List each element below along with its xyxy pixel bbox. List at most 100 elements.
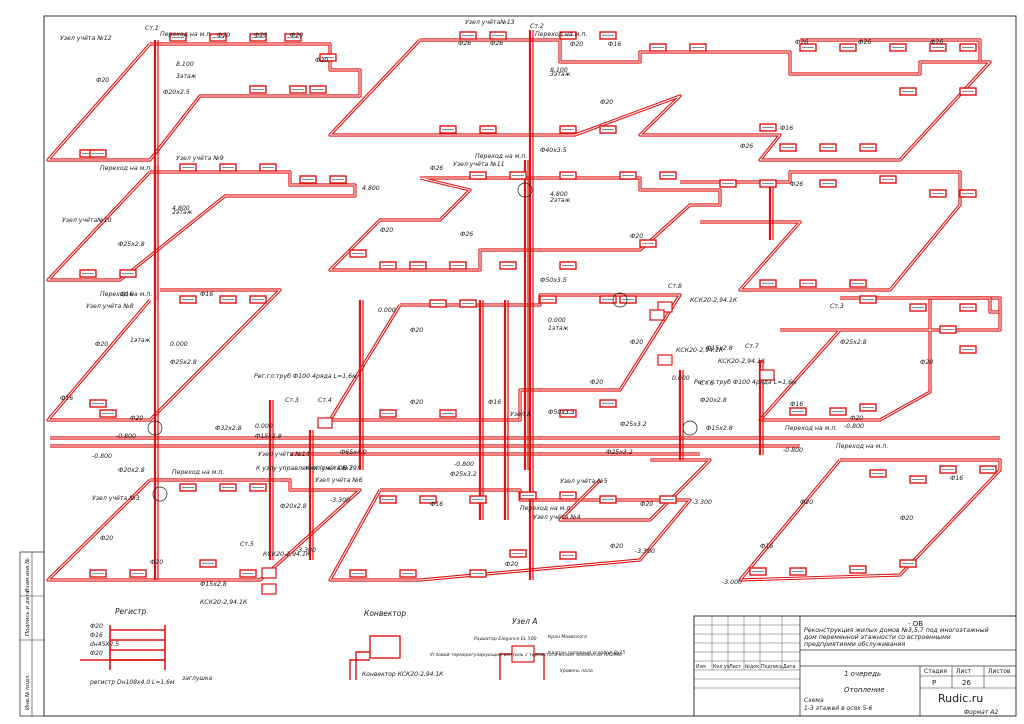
pipe-label: 0.000 [672, 375, 690, 382]
register-plug: заглушка [182, 675, 213, 682]
title-block-col-header: №док [745, 664, 759, 670]
pipe-label: Ф20х2.8 [700, 397, 727, 404]
pipe-label: Узел учёта №6 [315, 476, 363, 484]
pipe-loop-6-core [680, 171, 961, 291]
pipe-label: -0.800 [454, 461, 474, 468]
sheet-number: 26 [962, 679, 971, 687]
pipe-label: Ф16 [430, 501, 443, 508]
pipe-label: Ф20 [590, 379, 603, 386]
pipe-label: Узел учёта №12 [60, 34, 112, 42]
pipe-label: Ф25х3.2 [606, 449, 633, 456]
pipe-label: Ф25х2.8 [170, 359, 197, 366]
pipe-label: Ст.1 [145, 25, 159, 32]
pipe-label: 3этаж [176, 73, 197, 80]
title-block-col-header: Подпись [761, 664, 783, 670]
register-title: Регистр [115, 607, 146, 616]
title-block-col-header: Кол.уч [713, 664, 730, 670]
pipe-label: Ф26 [795, 39, 808, 46]
pipe-label: 4.800 [550, 191, 568, 198]
pipe-loop-14 [558, 458, 712, 522]
pipe-label: Узел учёта №8 [86, 302, 134, 310]
pipe-loop-2 [328, 38, 992, 162]
convector [317, 417, 333, 429]
pipe-label: Ф20 [150, 559, 163, 566]
pipe-label: Ф40х3.5 [540, 147, 567, 154]
pipe-label: Узел учёта №11 [453, 160, 505, 168]
pipe-label: Ф20 [505, 561, 518, 568]
pipe-label: Ф50х3.5 [548, 409, 575, 416]
title-block-col-header: Лист [729, 664, 741, 670]
pipe-label: Ф26 [858, 39, 871, 46]
pipe-loop-7 [46, 288, 282, 422]
pipe-label: Ф16 [60, 395, 73, 402]
convector [261, 567, 277, 579]
side-stamp-text: Инв.№ подл. [25, 674, 31, 710]
pipe-label: Ф26 [460, 231, 473, 238]
stage-text: 1 очередь [844, 670, 881, 678]
convector-symbol [369, 635, 401, 659]
pipe-label: Ф16 [120, 291, 133, 298]
convector [759, 369, 775, 381]
pipe-loop-4 [46, 170, 357, 282]
callout-circle [682, 420, 698, 436]
pipe-label: Ф26 [430, 165, 443, 172]
pipe-label: -0.800 [92, 453, 112, 460]
pipe-label: Ф16 [200, 291, 213, 298]
pipe-label: Ф50х3.5 [540, 277, 567, 284]
sheet-header: Лист [956, 668, 972, 675]
pipe-label: Ф20 [630, 339, 643, 346]
drawing-name: Отопление [844, 686, 885, 694]
register-note: регистр Dн108х4.0 L=1,6м [89, 679, 175, 686]
pipe-label: 1этаж [548, 325, 569, 332]
pipe-label: -3.300 [692, 499, 712, 506]
pipe-label: Ф20 [610, 543, 623, 550]
pipe-label: Ст.2 [530, 23, 544, 30]
pipe-label: -3.300 [330, 497, 350, 504]
pipe-loop-9-core [759, 297, 1001, 421]
pipe-label: Ф20 [640, 501, 653, 508]
pipe-label: Ф16 [760, 543, 773, 550]
convector [657, 354, 673, 366]
convector-title: Конвектор [364, 609, 406, 618]
pipe-label: Узел учёта №4 [533, 513, 581, 521]
title-block-col-header: Изм [696, 664, 706, 670]
pipe-label: КСК20-2,94.1К [200, 599, 248, 606]
pipe-loop-0-core [47, 43, 361, 161]
pipe-label: 1этаж [130, 337, 151, 344]
convector [657, 301, 673, 313]
pipe-label: Ф20 [100, 535, 113, 542]
pipe-label: 0.000 [378, 307, 396, 314]
callout-circle [147, 420, 163, 436]
callout-circle [152, 486, 168, 502]
pipe-label: Узел А [510, 411, 531, 418]
pipe-label: Ф26 [790, 181, 803, 188]
nodeA-title: Узел А [512, 617, 537, 626]
pipe-label: 8.100 [550, 67, 568, 74]
pipe-label: Ф16 [950, 475, 963, 482]
pipe-loop-5-core [329, 177, 721, 271]
pipe-label: Ф26 [458, 40, 471, 47]
pipe-label: Ф20 [410, 399, 423, 406]
pipe-label: 0.000 [548, 317, 566, 324]
pipe-label: Ф25х3.2 [450, 471, 477, 478]
pipe-label: Ст.8 [668, 283, 682, 290]
sheets-header: Листов [988, 668, 1011, 675]
pipe-label: Ст.3 [285, 397, 299, 404]
pipe-label: 0.000 [255, 423, 273, 430]
pipe-loop-0 [46, 42, 362, 162]
callout-circle [612, 292, 628, 308]
pipe-label: Ф20 [630, 233, 643, 240]
pipe-label: Ф20 [130, 415, 143, 422]
pipe-label: Узел учёта №9 [176, 154, 224, 162]
pipe-label: Узел учёта №7 [305, 464, 353, 472]
pipe-label: Ф15х2.8 [706, 425, 733, 432]
pipe-label: Ф20х2.5 [163, 89, 190, 96]
pipe-label: Ф20 [800, 499, 813, 506]
pipe-label: КСК20-2,94.1К [690, 297, 738, 304]
pipe-label: Ф20 [315, 57, 328, 64]
register-dim: Ф20 [90, 650, 103, 657]
callout-circle [517, 182, 533, 198]
pipe-label: Ф20 [254, 32, 267, 39]
pipe-label: 3этаж [550, 71, 571, 78]
